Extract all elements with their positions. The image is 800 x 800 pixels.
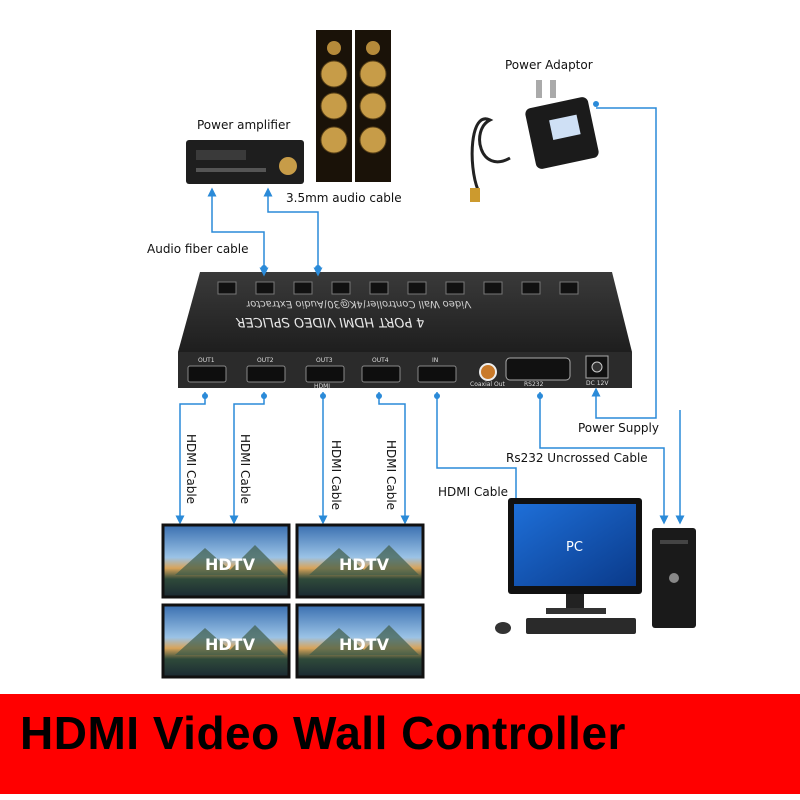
hdmi-cable-label-1: HDMI Cable <box>184 434 198 505</box>
port-dc-label: DC 12V <box>586 380 609 387</box>
hdmi-cable-label-3: HDMI Cable <box>329 440 343 511</box>
title-banner <box>0 694 800 794</box>
device-subtitle: Video Wall Controller/4K@30/Audio Extrac… <box>244 298 472 309</box>
port-coax-label: Coaxial Out <box>470 381 505 388</box>
port-out2-label: OUT2 <box>257 357 274 364</box>
port-out4-label: OUT4 <box>372 357 389 364</box>
power-supply-label: Power Supply <box>578 421 659 435</box>
hdmi-cable-label-4: HDMI Cable <box>384 440 398 511</box>
power-amplifier-label: Power amplifier <box>197 118 291 132</box>
pc-workstation <box>495 498 696 634</box>
pc-label: PC <box>566 540 583 555</box>
power-adaptor-label: Power Adaptor <box>505 58 593 72</box>
device-title: 4 PORT HDMI VIDEO SPLICER <box>234 314 427 329</box>
port-rs232-label: RS232 <box>524 381 544 388</box>
speakers <box>316 30 391 182</box>
tv-label-4: HDTV <box>339 635 389 654</box>
cable-nodes <box>202 101 599 399</box>
tv-label-2: HDTV <box>339 555 389 574</box>
rs232-label: Rs232 Uncrossed Cable <box>506 451 648 465</box>
tv-wall <box>161 523 425 679</box>
audio-cable-label: 3.5mm audio cable <box>286 191 402 205</box>
audio-fiber-label: Audio fiber cable <box>147 242 249 256</box>
banner-title: HDMI Video Wall Controller <box>20 707 626 759</box>
tv-label-1: HDTV <box>205 555 255 574</box>
hdmi-cable-label-pc: HDMI Cable <box>438 485 509 499</box>
tv-label-3: HDTV <box>205 635 255 654</box>
hdmi-cable-label-2: HDMI Cable <box>238 434 252 505</box>
port-out3-label: OUT3 <box>316 357 333 364</box>
hdmi-tag-label: HDMI <box>314 383 331 390</box>
power-adaptor <box>470 80 599 202</box>
power-amplifier <box>186 140 304 184</box>
port-out1-label: OUT1 <box>198 357 215 364</box>
video-splicer-device <box>178 272 632 388</box>
port-in-label: IN <box>432 357 439 364</box>
